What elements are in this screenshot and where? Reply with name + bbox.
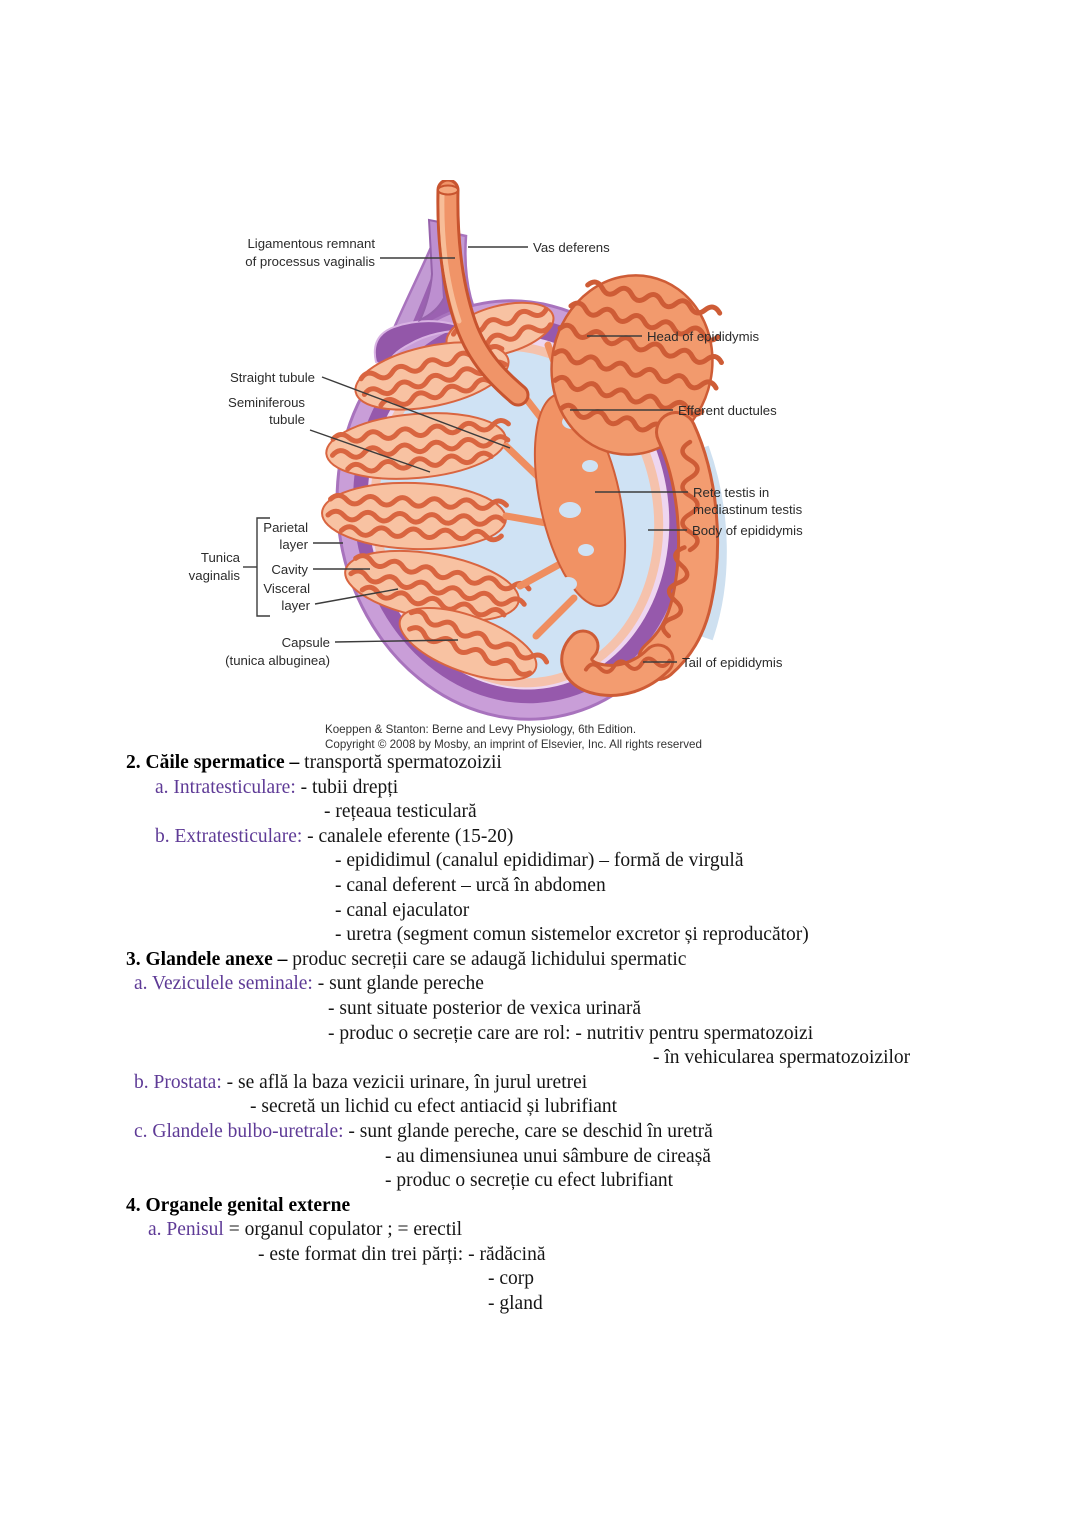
testis-diagram-svg: Ligamentous remnant of processus vaginal… <box>189 178 803 751</box>
note-line: 3. Glandele anexe – produc secreții care… <box>126 948 687 970</box>
label-parietal: Parietal <box>263 520 308 535</box>
caption-copyright: Copyright © 2008 by Mosby, an imprint of… <box>325 738 702 751</box>
vas-deferens-tube <box>436 178 530 407</box>
label-efferent-ductules: Efferent ductules <box>678 403 777 418</box>
note-line: b. Extratesticulare: - canalele eferente… <box>155 825 514 847</box>
label-capsule: Capsule <box>282 635 330 650</box>
note-line: a. Veziculele seminale: - sunt glande pe… <box>134 973 484 995</box>
note-line: - în vehicularea spermatozoizilor <box>653 1047 911 1069</box>
note-line: - uretra (segment comun sistemelor excre… <box>335 924 809 946</box>
note-line: - rețeaua testiculară <box>324 801 477 823</box>
label-seminiferous: Seminiferous <box>228 395 305 410</box>
label-body-of-epididymis: Body of epididymis <box>692 523 803 538</box>
label-head-of-epididymis: Head of epididymis <box>647 329 760 344</box>
figure-labels: Ligamentous remnant of processus vaginal… <box>189 236 803 670</box>
note-line: - canal ejaculator <box>335 899 470 921</box>
label-vas-deferens: Vas deferens <box>533 240 610 255</box>
note-line: - epididimul (canalul epididimar) – form… <box>335 850 744 872</box>
figure-caption: Koeppen & Stanton: Berne and Levy Physio… <box>325 723 702 751</box>
note-line: - corp <box>488 1268 535 1290</box>
testis-diagram-figure: Ligamentous remnant of processus vaginal… <box>180 178 840 760</box>
note-line: b. Prostata: - se află la baza vezicii u… <box>134 1071 588 1093</box>
label-parietal-layer: layer <box>279 537 308 552</box>
epididymis-body <box>637 411 720 681</box>
processus-vaginalis-remnant <box>417 218 446 323</box>
note-line: 4. Organele genital externe <box>126 1194 351 1216</box>
note-line: a. Penisul = organul copulator ; = erect… <box>148 1219 463 1241</box>
note-line: - sunt situate posterior de vexica urina… <box>328 997 641 1019</box>
note-line: - produc o secreție cu efect lubrifiant <box>385 1170 674 1192</box>
note-line: - produc o secreție care are rol: - nutr… <box>328 1022 814 1044</box>
label-straight-tubule: Straight tubule <box>230 370 315 385</box>
label-tail-of-epididymis: Tail of epididymis <box>682 655 783 670</box>
caption-source: Koeppen & Stanton: Berne and Levy Physio… <box>325 723 636 736</box>
label-rete-testis: Rete testis in <box>693 485 769 500</box>
note-line: - au dimensiunea unui sâmbure de cireașă <box>385 1145 711 1167</box>
testis-illustration <box>321 178 727 721</box>
note-line: - gland <box>488 1293 543 1315</box>
note-line: c. Glandele bulbo-uretrale: - sunt gland… <box>134 1120 713 1142</box>
label-cavity: Cavity <box>271 562 308 577</box>
note-line: 2. Căile spermatice – transportă spermat… <box>126 752 502 773</box>
label-visceral-layer: layer <box>281 598 310 613</box>
notes: 2. Căile spermatice – transportă spermat… <box>0 751 1080 1317</box>
leader-lines <box>243 246 688 663</box>
note-line: a. Intratesticulare: - tubii drepți <box>155 776 399 798</box>
label-seminiferous-tubule: tubule <box>269 412 305 427</box>
note-line: - secretă un lichid cu efect antiacid și… <box>250 1096 618 1118</box>
label-tunica: Tunica <box>201 550 241 565</box>
label-ligamentous-remnant: Ligamentous remnant <box>247 236 375 251</box>
label-capsule-tunica-albuginea: (tunica albuginea) <box>225 653 330 668</box>
label-rete-testis-2: mediastinum testis <box>693 502 803 517</box>
label-tunica-vaginalis: vaginalis <box>189 568 241 583</box>
label-visceral: Visceral <box>263 581 310 596</box>
note-line: - canal deferent – urcă în abdomen <box>335 874 606 896</box>
label-ligamentous-remnant-2: of processus vaginalis <box>245 254 375 269</box>
note-line: - este format din trei părți: - rădăcină <box>258 1243 546 1265</box>
